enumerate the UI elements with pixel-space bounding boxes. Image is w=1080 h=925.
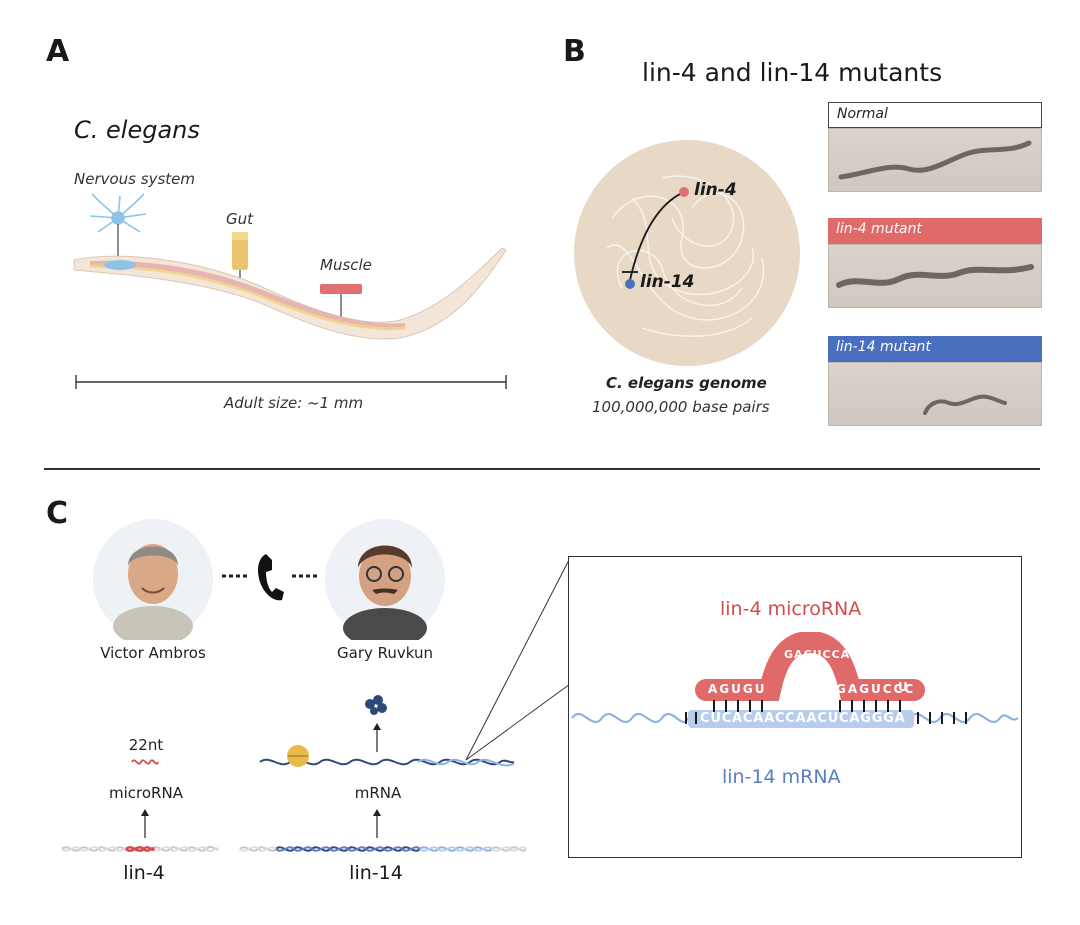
mirna-seq-end: U [898, 680, 908, 694]
inset-mrna-title: lin-14 mRNA [722, 766, 841, 788]
mrna-label: mRNA [354, 784, 402, 802]
section-divider [44, 468, 1040, 470]
person-name-ambros: Victor Ambros [100, 644, 206, 662]
nt-length-label: 22nt [128, 736, 164, 754]
base-pairs-label: 100,000,000 base pairs [592, 398, 770, 416]
arrow-lin4-to-microrna [141, 809, 149, 838]
arrow-lin14-to-mrna [373, 809, 381, 838]
mirna-mrna-binding [571, 632, 1019, 728]
mirna-seq-loop: GACUCCA [784, 648, 851, 661]
inset-microrna-title: lin-4 microRNA [720, 598, 862, 620]
zoom-callout-lines [465, 557, 571, 761]
phone-icon [258, 554, 284, 601]
neuron-icon [89, 193, 147, 262]
mrna-sequence: CUCACAACCAACUCAGGGA [700, 711, 906, 726]
genome-circle [574, 140, 800, 366]
panel-b-title: lin-4 and lin-14 mutants [642, 58, 943, 87]
scale-bar [75, 375, 507, 389]
worm-body [73, 247, 507, 340]
mutant-label-lin14: lin-14 mutant [828, 336, 1042, 362]
mirna-seq-left: AGUGU [708, 682, 767, 696]
portrait-gary-ruvkun [325, 519, 445, 640]
worm-anatomy-illustration [73, 193, 507, 340]
gut-label: Gut [226, 210, 254, 228]
worm-photo-lin14 [828, 362, 1042, 426]
gene-label-lin4: lin-4 [123, 862, 165, 884]
panel-letter-a: A [46, 34, 70, 69]
panel-letter-c: C [46, 496, 69, 531]
nervous-system-label: Nervous system [74, 170, 195, 188]
person-name-ruvkun: Gary Ruvkun [337, 644, 433, 662]
panel-letter-b: B [563, 34, 586, 69]
microrna-label: microRNA [109, 784, 183, 802]
lin14-dna-strand [239, 846, 527, 852]
muscle-label: Muscle [320, 256, 372, 274]
mutant-label-normal: Normal [828, 102, 1042, 128]
protein-icon [365, 695, 387, 715]
arrow-mrna-to-protein [373, 723, 381, 752]
mirna-seq-right: GAGUCCC [836, 682, 916, 696]
lin14-gene-label: lin-14 [640, 272, 695, 292]
mutant-label-lin4: lin-4 mutant [828, 218, 1042, 244]
gene-label-lin14: lin-14 [349, 862, 403, 884]
worm-photo-lin4 [828, 244, 1042, 308]
mrna-with-ribosome [259, 745, 515, 767]
binding-inset [568, 556, 1022, 858]
organism-title: C. elegans [74, 116, 200, 144]
adult-size-label: Adult size: ~1 mm [224, 394, 364, 412]
lin4-gene-label: lin-4 [694, 180, 737, 200]
genome-label: C. elegans genome [606, 374, 767, 392]
portrait-victor-ambros [93, 519, 213, 640]
microrna-squiggle [131, 759, 159, 765]
muscle-cell-icon [320, 284, 362, 318]
worm-photo-normal [828, 128, 1042, 192]
phone-call-link [222, 554, 320, 601]
lin4-dna-strand [61, 845, 219, 853]
